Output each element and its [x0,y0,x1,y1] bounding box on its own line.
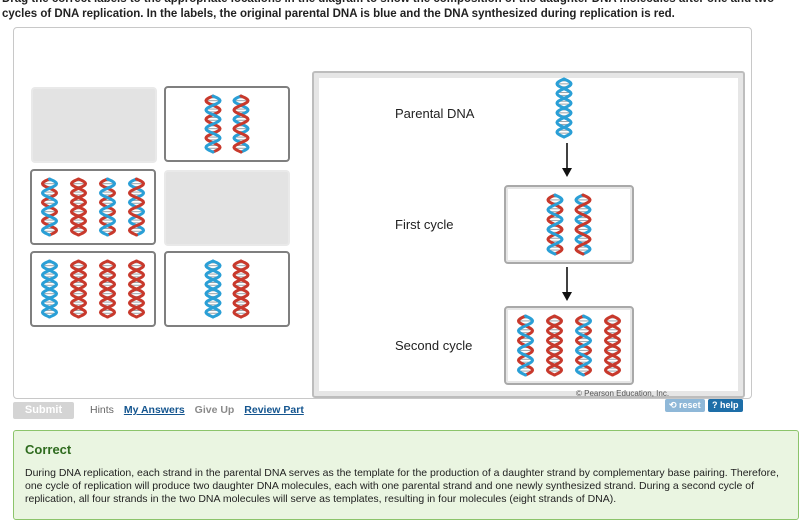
label-tile-two-conservative[interactable] [164,251,290,327]
dna-helices-icon [546,193,592,256]
parental-strand [555,77,573,139]
second-cycle-label: Second cycle [395,338,473,353]
dna-helix [69,259,88,319]
feedback-title: Correct [25,442,72,457]
dna-helix [232,259,250,319]
dna-helix [545,314,564,377]
parental-dna-label: Parental DNA [395,106,475,121]
dna-helix [98,177,117,237]
review-part-link[interactable]: Review Part [244,404,304,416]
dna-helix [546,193,564,256]
reset-icon: ⟲ [669,400,680,410]
dna-helix [40,177,59,237]
new-strand [127,177,146,237]
parental-strand [204,259,222,319]
reset-button[interactable]: ⟲ reset [665,399,705,412]
arrow-down-icon [562,267,572,301]
new-strand [98,259,117,319]
new-strand [574,193,592,256]
dna-helix [127,177,146,237]
dna-helices-icon [40,177,146,237]
parental-strand [516,314,535,377]
new-strand [69,259,88,319]
new-strand [69,177,88,237]
feedback-body: During DNA replication, each strand in t… [25,467,779,505]
dna-helices-icon [204,259,250,319]
dna-helix [69,177,88,237]
parental-strand [98,177,117,237]
new-strand [232,259,250,319]
second-cycle-drop-target[interactable] [504,306,634,385]
hints-link[interactable]: Hints [90,404,114,416]
dna-helix [603,314,622,377]
dna-helices-icon [40,259,146,319]
answer-actions: Hints My Answers Give Up Review Part [90,404,311,416]
new-strand [232,94,250,154]
give-up-link[interactable]: Give Up [194,404,235,416]
copyright-text: © Pearson Education, Inc. [576,389,670,398]
dna-helix [574,193,592,256]
feedback-panel: Correct During DNA replication, each str… [13,430,799,520]
first-cycle-label: First cycle [395,217,454,232]
new-strand [127,259,146,319]
drag-drop-workspace: Parental DNA First cycle Second cycle © … [13,27,752,412]
my-answers-link[interactable]: My Answers [123,404,185,416]
submit-button[interactable]: Submit [13,402,74,419]
dna-helix [555,77,573,139]
dna-helix [204,94,222,154]
parental-dna-helix-icon [555,77,573,139]
instructions-text: Drag the correct labels to the appropria… [2,0,774,20]
label-bank-slot-empty[interactable] [31,87,157,163]
dna-helices-icon [204,94,250,154]
dna-helix [516,314,535,377]
label-bank-slot-empty[interactable] [164,170,290,246]
help-button[interactable]: ? help [708,399,743,412]
parental-strand [40,177,59,237]
parental-strand [546,193,564,256]
arrow-down-icon [562,143,572,177]
first-cycle-drop-target[interactable] [504,185,634,264]
dna-helix [204,259,222,319]
label-tile-two-hybrid[interactable] [164,86,290,162]
new-strand [545,314,564,377]
parental-strand [204,94,222,154]
label-tile-four-mixed[interactable] [30,169,156,245]
replication-diagram: Parental DNA First cycle Second cycle [312,71,745,398]
label-tile-conservative[interactable] [30,251,156,327]
dna-helix [574,314,593,377]
parental-strand [574,314,593,377]
new-strand [603,314,622,377]
dna-helix [40,259,59,319]
parental-strand [40,259,59,319]
dna-helix [232,94,250,154]
dna-helix [127,259,146,319]
dna-helix [98,259,117,319]
dna-helices-icon [516,314,622,377]
